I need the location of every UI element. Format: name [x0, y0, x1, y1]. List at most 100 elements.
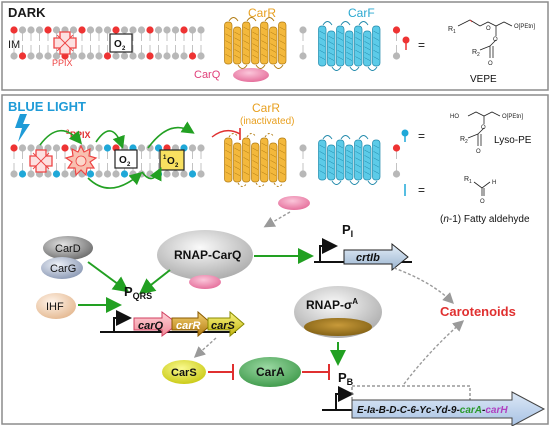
helix-stripe	[261, 33, 268, 38]
helix	[318, 139, 327, 181]
helix-stripe	[252, 49, 259, 53]
ihf-shape	[36, 293, 76, 319]
lipid-head	[180, 170, 188, 178]
singlet-o2-label: O	[167, 156, 175, 167]
operon-gene	[351, 391, 546, 426]
helix-stripe	[261, 142, 268, 147]
helix-stripe	[270, 54, 277, 59]
helix	[251, 142, 260, 183]
helix-stripe	[234, 153, 241, 158]
singlet-sup: 1	[163, 155, 167, 161]
aldehyde-h: H	[492, 180, 496, 186]
helix-stripe	[234, 160, 241, 164]
helix-loop	[273, 64, 284, 69]
helix-loop	[349, 66, 360, 71]
helix-stripe	[346, 171, 353, 175]
lipid-head	[188, 26, 197, 34]
helix-stripe	[355, 151, 362, 155]
vepe-structure	[457, 19, 513, 58]
lipid-head	[197, 26, 205, 34]
helix-stripe	[243, 33, 250, 38]
lyso-r2-sub: 2	[465, 139, 468, 145]
helix-stripe	[346, 51, 353, 56]
lipid-head	[86, 26, 95, 34]
carotenoids-label: Carotenoids	[440, 304, 516, 319]
lipid-head	[188, 170, 197, 178]
singlet-o2-box	[159, 149, 185, 171]
lipid-head	[299, 170, 307, 178]
helix-stripe	[328, 57, 335, 61]
cars-gene-label: carS	[211, 320, 236, 332]
helix-stripe	[270, 160, 277, 164]
helix-stripe	[234, 147, 241, 152]
lyso-equals: =	[418, 129, 425, 143]
pi-p: P	[342, 222, 351, 237]
membrane-dark	[10, 26, 401, 60]
carq-released	[278, 196, 310, 210]
helix-stripe	[243, 40, 250, 44]
helix	[242, 21, 251, 65]
rnap-sigma-sup: A	[352, 297, 358, 306]
helix-stripe	[225, 33, 232, 38]
cara-shape	[239, 357, 301, 387]
blue-light-title: BLUE LIGHT	[8, 99, 86, 114]
operon-cara: carA	[460, 405, 482, 416]
vepe-r1-sub: 1	[453, 29, 456, 35]
helix-stripe	[364, 160, 371, 165]
helix-stripe	[328, 35, 335, 40]
sigma-shape	[304, 318, 372, 336]
helix-loop	[331, 180, 342, 185]
helix-stripe	[373, 157, 380, 162]
helix	[336, 139, 345, 181]
lipid-head	[103, 144, 112, 152]
helix-stripe	[346, 165, 353, 170]
lipid-head	[69, 26, 78, 34]
lipid-head	[171, 26, 180, 34]
lipid-head	[154, 52, 163, 60]
lipid-head	[78, 26, 86, 34]
helix-stripe	[364, 46, 371, 51]
helix-stripe	[319, 49, 326, 54]
o2-dark-sub: 2	[122, 46, 126, 52]
helix-stripe	[355, 37, 362, 41]
helix-stripe	[337, 144, 344, 149]
helix-stripe	[252, 160, 259, 164]
helix-stripe	[279, 142, 286, 147]
aldehyde-r1: R	[464, 176, 469, 183]
helix-stripe	[279, 40, 286, 44]
helix-loop	[358, 135, 369, 140]
helix-stripe	[355, 30, 362, 35]
lipid-head	[188, 52, 197, 60]
lipid-head	[197, 144, 205, 152]
lipid-head	[52, 26, 61, 34]
lipid-head	[120, 52, 129, 60]
carq-dark-shape	[233, 68, 269, 82]
helix-stripe	[337, 43, 344, 48]
vepe-o3: O	[488, 61, 493, 67]
carq-dark-label: CarQ	[194, 69, 221, 81]
helix-stripe	[252, 147, 259, 152]
dark-title: DARK	[8, 5, 46, 20]
vepe-lipid-icon	[402, 36, 410, 50]
lyso-r2: R	[460, 136, 465, 143]
helix	[233, 26, 242, 65]
helix	[278, 21, 287, 65]
helix-stripe	[252, 153, 259, 158]
carf-blue-helices	[318, 135, 381, 185]
helix-stripe	[346, 149, 353, 154]
rnap-sigma-label: RNAP-σA	[306, 297, 358, 312]
helix-stripe	[364, 41, 371, 45]
lipid-head	[27, 26, 35, 34]
lipid-head	[137, 52, 146, 60]
lipid-head	[163, 26, 171, 34]
helix-stripe	[243, 53, 250, 58]
lipid-head	[18, 144, 27, 152]
arrow-operon-to-carotenoids	[403, 320, 465, 385]
vepe-o1: O	[486, 26, 491, 32]
helix-stripe	[243, 47, 250, 51]
helix	[354, 25, 363, 67]
helix-stripe	[328, 46, 335, 51]
lipid-head	[18, 52, 27, 60]
operon-main: E-Ia-B-D-C-6-Yc-Yd-9-	[357, 405, 460, 416]
lipid-head	[103, 52, 112, 60]
